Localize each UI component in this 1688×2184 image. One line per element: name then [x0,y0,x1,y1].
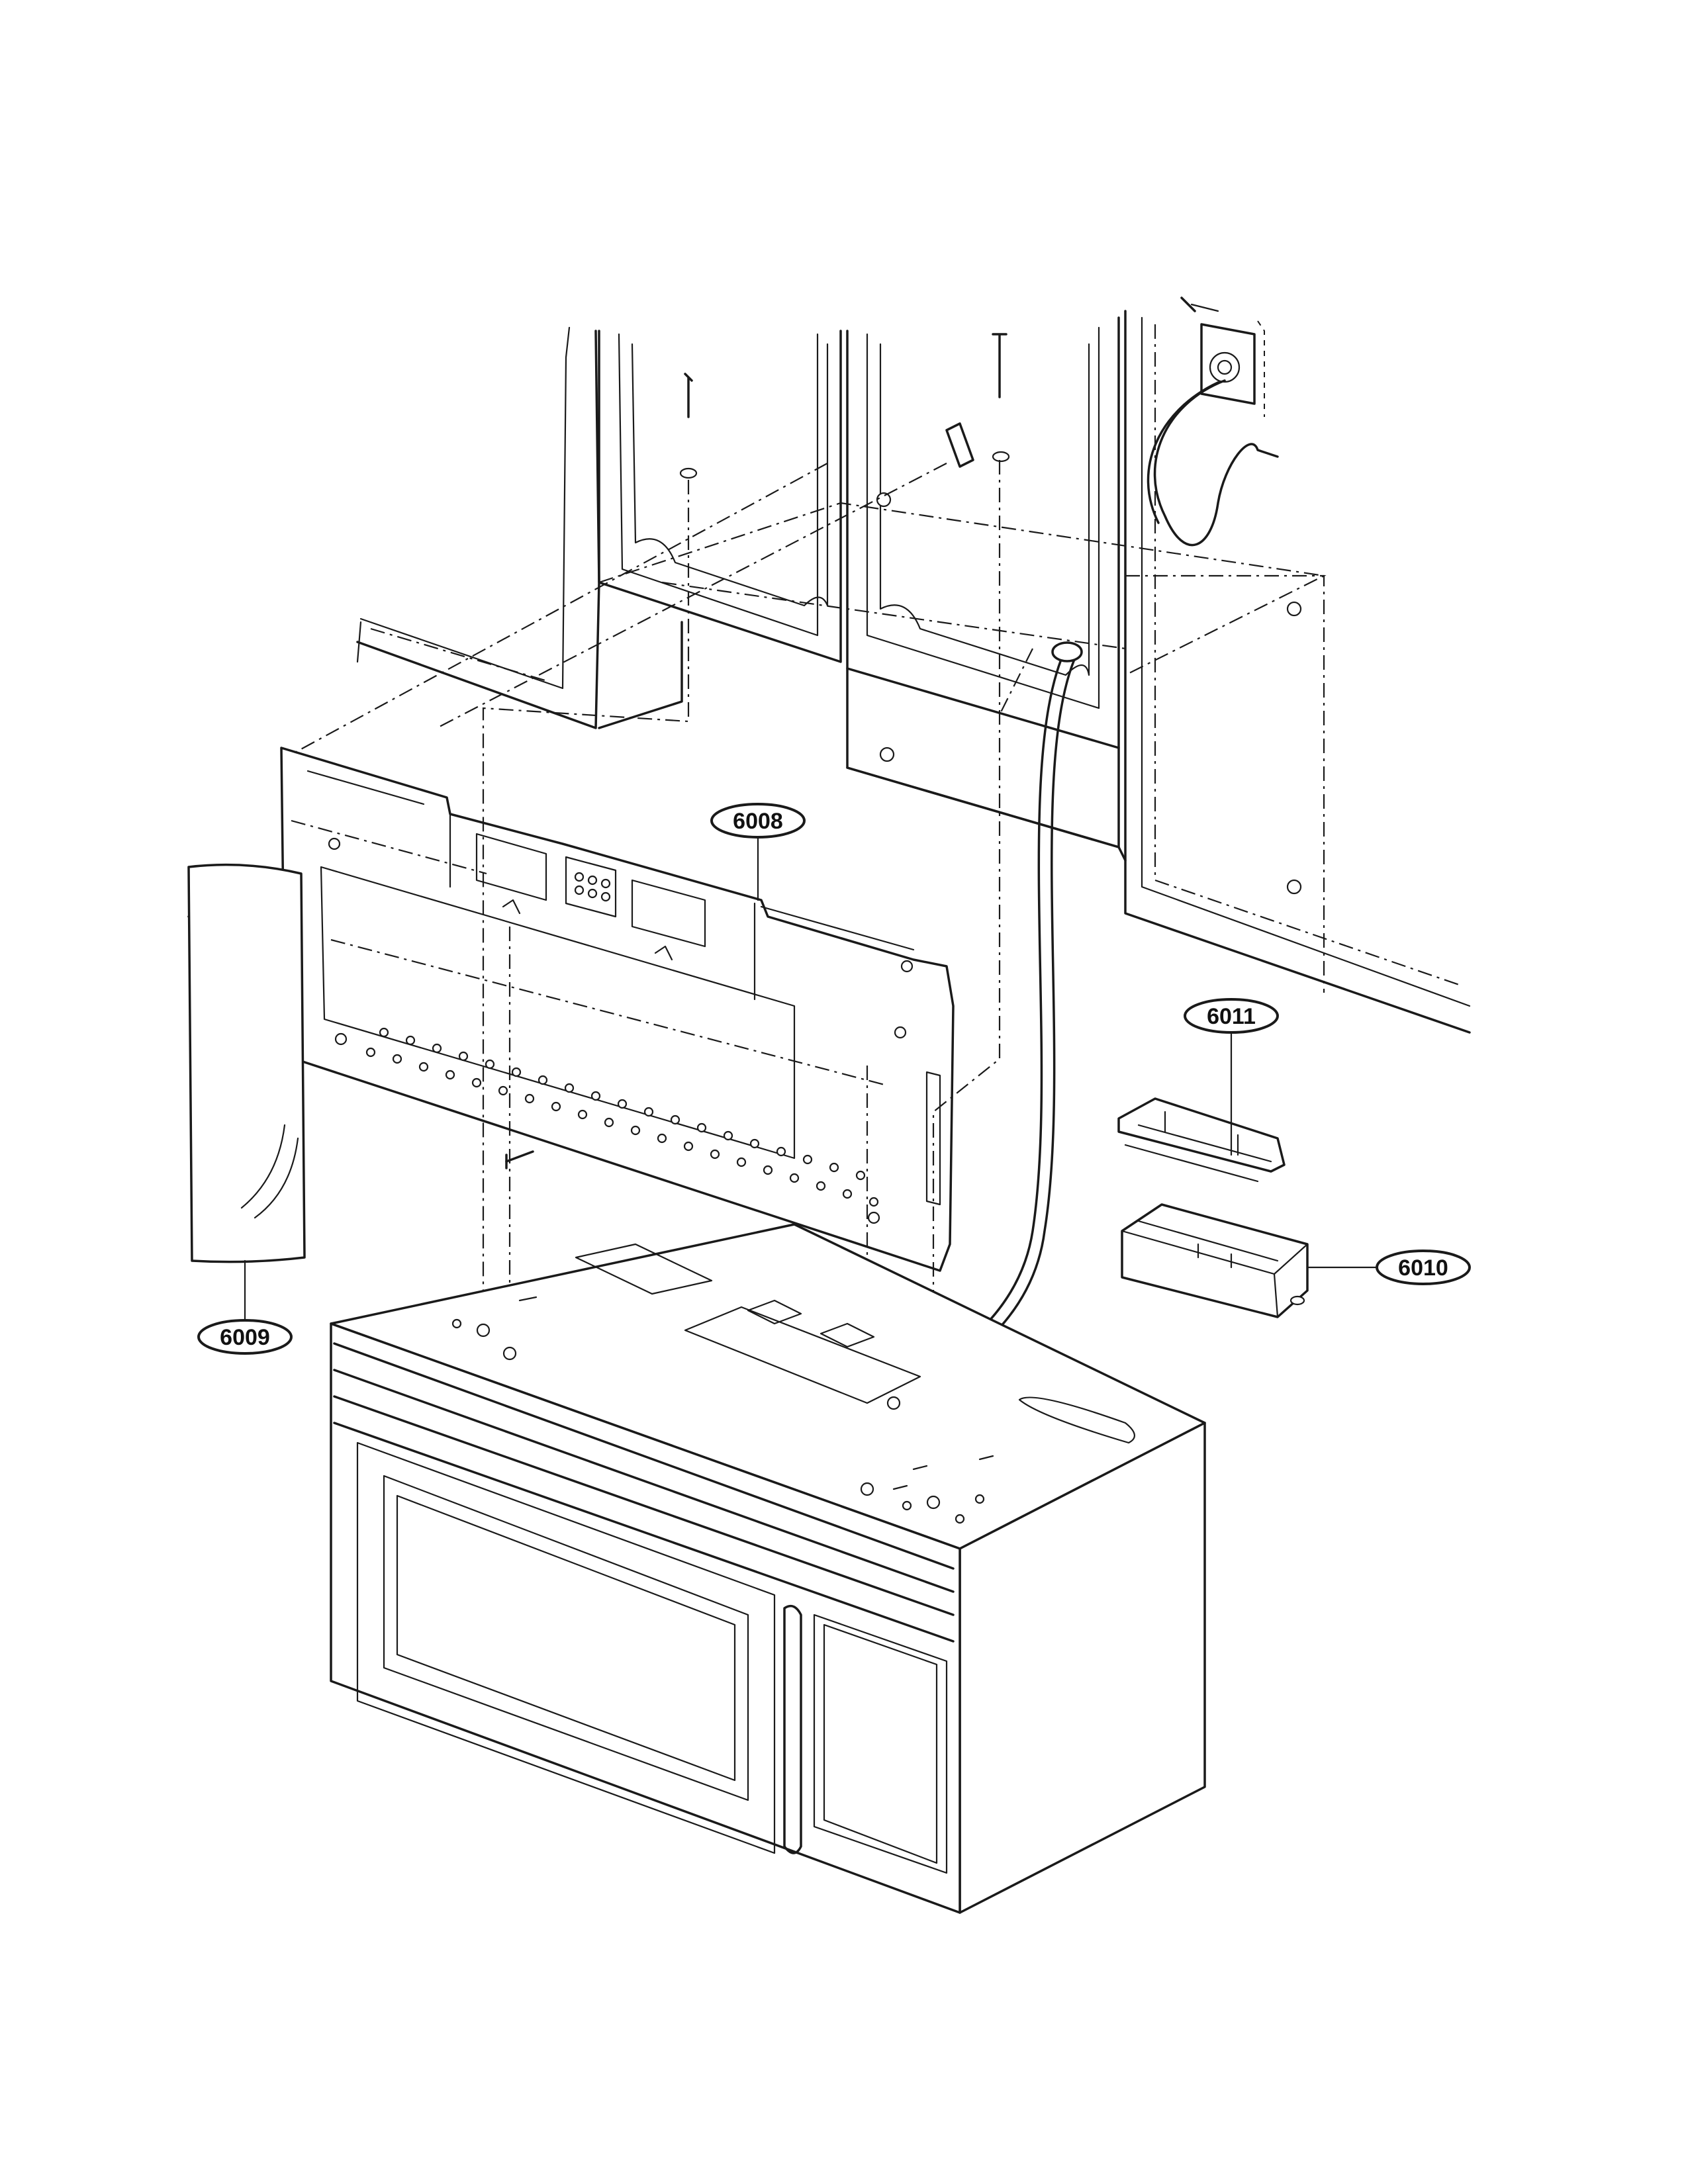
power-outlet [1190,303,1265,417]
wall-cabinets [356,310,1471,1034]
mounting-plate [280,747,955,1272]
callout-6009-label: 6009 [220,1325,270,1350]
filter-bracket [1117,1097,1286,1183]
cabinet-screws [679,296,1196,479]
template-bag [187,863,306,1263]
plate-screw [505,1150,534,1169]
callout-6008-label: 6008 [733,809,783,834]
callout-6010-label: 6010 [1398,1255,1448,1281]
callout-6008: 6008 [710,803,806,901]
callout-6009: 6009 [197,1259,293,1355]
callout-6010: 6010 [1306,1250,1471,1285]
microwave-oven [330,1223,1206,1914]
duct-adapter [1121,1203,1309,1318]
callout-6011: 6011 [1184,998,1279,1156]
callout-6011-label: 6011 [1207,1004,1256,1029]
plate-hole-row [365,1027,879,1207]
